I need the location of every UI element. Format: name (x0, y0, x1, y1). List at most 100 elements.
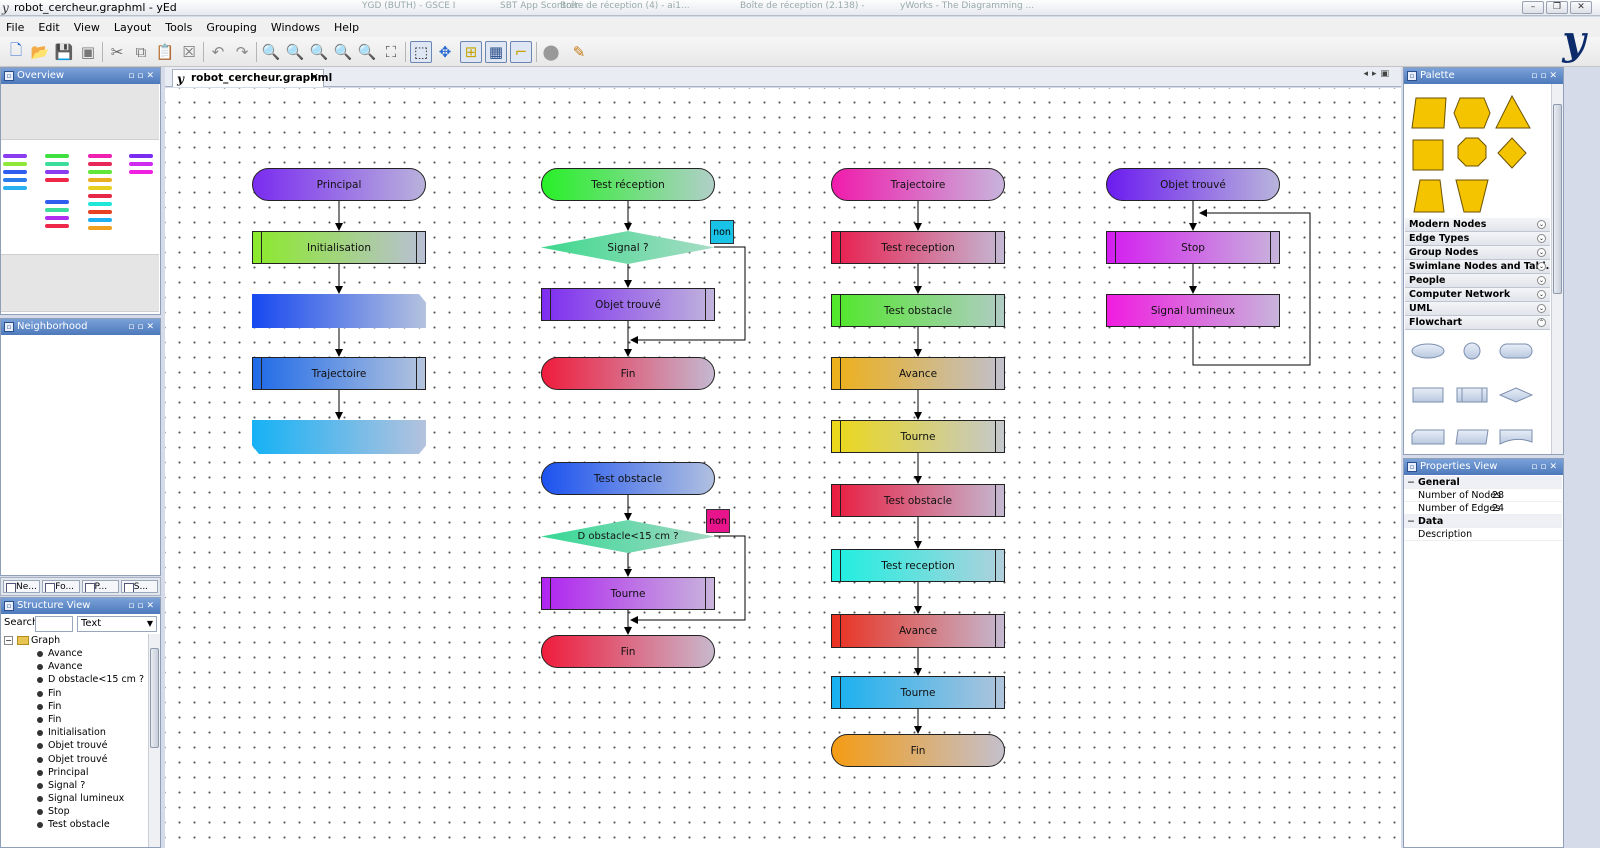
copy-icon[interactable]: ⧉ (135, 43, 147, 61)
palette-section-modern-nodes[interactable]: Modern Nodes⌄ (1405, 218, 1550, 232)
new-file-icon[interactable]: 🗋 (9, 40, 23, 59)
minimize-button[interactable]: – (1522, 1, 1544, 14)
menu-grouping[interactable]: Grouping (206, 20, 257, 34)
node-signal-lumineux[interactable]: Signal lumineux (1106, 294, 1280, 327)
scrollbar-thumb[interactable] (1553, 104, 1562, 294)
node-test-reception[interactable]: Test reception (831, 549, 1005, 582)
node-trajectoire[interactable]: Trajectoire (252, 357, 426, 390)
maximize-button[interactable]: ❐ (1546, 1, 1568, 14)
zoom-original-icon[interactable]: 🔍 (333, 43, 353, 61)
edge-label-non[interactable]: non (706, 509, 730, 533)
save-as-icon[interactable]: ▣ (80, 43, 96, 61)
panel-controls[interactable]: ▫▫✕ (1531, 462, 1560, 472)
node-blank-2[interactable] (252, 420, 426, 454)
panel-controls[interactable]: ▫▫✕ (1531, 71, 1560, 81)
tree-item[interactable]: Fin (1, 687, 147, 700)
delete-icon[interactable]: ☒ (182, 43, 196, 61)
scrollbar-thumb[interactable] (150, 648, 159, 748)
panel-controls[interactable]: ▫▫✕ (128, 601, 157, 611)
tree-item[interactable]: Signal lumineux (1, 792, 147, 805)
node-test-obstacle[interactable]: Test obstacle (541, 462, 715, 495)
node-avance[interactable]: Avance (831, 357, 1005, 390)
node-objet-trouve[interactable]: Objet trouvé (541, 288, 715, 321)
plugins-icon[interactable]: ✎ (572, 43, 586, 61)
properties-icon[interactable]: ⬤ (542, 43, 560, 61)
panel-controls[interactable]: ▫▫✕ (128, 322, 157, 332)
palette-scrollbar[interactable] (1551, 84, 1563, 454)
tree-item[interactable]: Initialisation (1, 726, 147, 739)
panel-controls[interactable]: ▫▫✕ (128, 71, 157, 81)
flowchart-shape-icons[interactable] (1408, 336, 1548, 446)
zoom-out-icon[interactable]: 🔍 (285, 43, 305, 61)
zoom-fit-icon[interactable]: 🔍 (309, 43, 329, 61)
node-trajectoire[interactable]: Trajectoire (831, 168, 1005, 201)
node-principal[interactable]: Principal (252, 168, 426, 201)
node-fin[interactable]: Fin (831, 734, 1005, 767)
zoom-in-icon[interactable]: 🔍 (261, 43, 281, 61)
search-mode-select[interactable]: Text ▼ (77, 616, 157, 632)
tree-item[interactable]: Stop (1, 805, 147, 818)
palette-shape-icons[interactable] (1408, 84, 1548, 216)
node-blank-1[interactable] (252, 294, 426, 328)
tree-item[interactable]: Fin (1, 713, 147, 726)
close-tab-icon[interactable]: ✕ (309, 71, 319, 84)
node-initialisation[interactable]: Initialisation (252, 231, 426, 264)
node-tourne[interactable]: Tourne (831, 420, 1005, 453)
tab-folding[interactable]: Fo... (42, 580, 80, 593)
menu-layout[interactable]: Layout (113, 20, 152, 34)
menu-help[interactable]: Help (333, 20, 360, 34)
tree-item[interactable]: Signal ? (1, 779, 147, 792)
close-button[interactable]: ✕ (1570, 1, 1592, 14)
palette-section-uml[interactable]: UML⌄ (1405, 302, 1550, 316)
tree-item[interactable]: D obstacle<15 cm ? (1, 673, 147, 686)
graph-canvas[interactable]: Principal Initialisation Trajectoire Tes… (165, 88, 1401, 848)
node-test-reception[interactable]: Test reception (831, 231, 1005, 264)
snap-lines-icon[interactable]: ⊞ (460, 41, 482, 63)
document-tab[interactable]: y robot_cercheur.graphml ✕ (172, 69, 332, 87)
palette-section-people[interactable]: People⌄ (1405, 274, 1550, 288)
tree-item[interactable]: Objet trouvé (1, 753, 147, 766)
palette-section-swimlane[interactable]: Swimlane Nodes and Tabl...⌄ (1405, 260, 1550, 274)
tree-item[interactable]: Test obstacle (1, 818, 147, 831)
palette-section-flowchart[interactable]: Flowchart⌃ (1405, 316, 1550, 330)
tree-item[interactable]: Avance (1, 660, 147, 673)
prop-group-data[interactable]: Data (1404, 515, 1562, 528)
node-fin[interactable]: Fin (541, 357, 715, 390)
node-test-obstacle[interactable]: Test obstacle (831, 484, 1005, 517)
menu-edit[interactable]: Edit (38, 20, 60, 34)
tree-item[interactable]: Fin (1, 700, 147, 713)
tree-root[interactable]: − Graph (4, 635, 61, 646)
zoom-area-icon[interactable]: 🔍 (357, 43, 377, 61)
palette-section-group-nodes[interactable]: Group Nodes⌄ (1405, 246, 1550, 260)
orthogonal-edges-icon[interactable]: ⌐ (510, 41, 532, 63)
tab-navigation-icons[interactable]: ◂▸▣ (1363, 69, 1393, 79)
search-input[interactable] (35, 616, 73, 632)
tab-successors[interactable]: S... (120, 580, 158, 593)
node-fin[interactable]: Fin (541, 635, 715, 668)
menu-windows[interactable]: Windows (270, 20, 320, 34)
node-objet-trouve[interactable]: Objet trouvé (1106, 168, 1280, 201)
grid-icon[interactable]: ▦ (485, 41, 507, 63)
node-avance[interactable]: Avance (831, 614, 1005, 648)
paste-icon[interactable]: 📋 (155, 43, 175, 61)
node-test-obstacle[interactable]: Test obstacle (831, 294, 1005, 327)
structure-scrollbar[interactable] (148, 634, 160, 847)
palette-section-computer-network[interactable]: Computer Network⌄ (1405, 288, 1550, 302)
cut-icon[interactable]: ✂ (110, 43, 124, 61)
select-mode-icon[interactable]: ⬚ (410, 41, 432, 63)
tab-neighborhood[interactable]: Ne... (3, 580, 41, 593)
undo-icon[interactable]: ↶ (211, 43, 225, 61)
tree-item[interactable]: Objet trouvé (1, 739, 147, 752)
tab-predecessors[interactable]: P... (81, 580, 119, 593)
redo-icon[interactable]: ↷ (235, 43, 249, 61)
menu-file[interactable]: File (6, 20, 25, 34)
edge-label-non[interactable]: non (710, 220, 734, 244)
fit-content-icon[interactable]: ⛶ (385, 43, 397, 61)
menu-tools[interactable]: Tools (165, 20, 193, 34)
menu-view[interactable]: View (73, 20, 100, 34)
tree-item[interactable]: Avance (1, 647, 147, 660)
open-file-icon[interactable]: 📂 (30, 43, 50, 61)
node-stop[interactable]: Stop (1106, 231, 1280, 264)
save-icon[interactable]: 💾 (54, 43, 74, 61)
palette-section-edge-types[interactable]: Edge Types⌄ (1405, 232, 1550, 246)
